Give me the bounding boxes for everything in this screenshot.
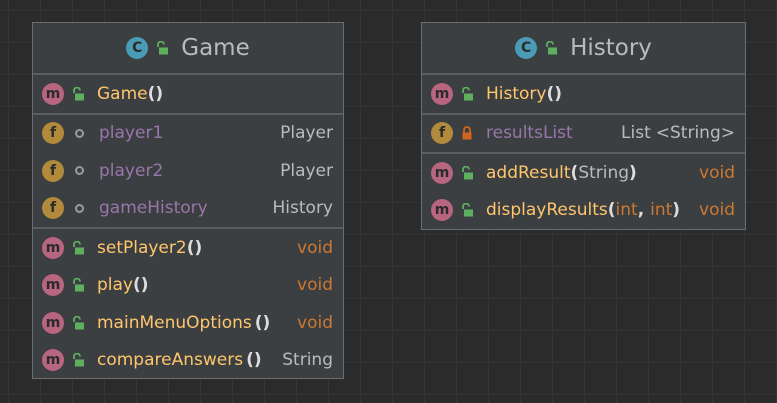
game-class-box[interactable]: C Game m Game () f player1 Player f	[32, 22, 344, 379]
method-icon: m	[42, 349, 64, 372]
field-icon: f	[42, 197, 64, 220]
field-row[interactable]: f resultsList List <String>	[422, 115, 745, 153]
constructor-parens: ()	[147, 83, 164, 104]
method-name: compareAnswers	[97, 350, 244, 371]
method-row[interactable]: m mainMenuOptions () void	[33, 304, 343, 342]
public-lock-icon	[546, 41, 558, 55]
method-icon: m	[431, 161, 453, 184]
class-name: History	[570, 35, 652, 61]
field-type: Player	[280, 160, 333, 181]
open-paren: (	[570, 162, 579, 183]
return-type: void	[699, 162, 735, 183]
return-type: void	[699, 200, 735, 221]
param-type: int	[650, 200, 673, 221]
field-icon: f	[431, 122, 453, 145]
return-type: void	[297, 312, 333, 333]
field-icon: f	[42, 159, 64, 182]
class-name: Game	[181, 35, 250, 61]
field-icon: f	[42, 122, 64, 145]
package-private-icon	[75, 203, 84, 213]
method-row[interactable]: m compareAnswers () String	[33, 342, 343, 380]
return-type: void	[297, 237, 333, 258]
method-icon: m	[431, 82, 453, 105]
method-icon: m	[431, 199, 453, 222]
param-separator: ,	[637, 200, 651, 221]
return-type: void	[297, 275, 333, 296]
public-lock-icon	[73, 278, 84, 292]
constructor-parens: ()	[546, 83, 563, 104]
constructor-name: Game	[97, 83, 148, 104]
field-name: resultsList	[486, 123, 573, 144]
method-row[interactable]: m addResult ( String ) void	[422, 154, 745, 192]
method-row[interactable]: m setPlayer2 () void	[33, 229, 343, 267]
method-parens: ()	[186, 237, 203, 258]
method-parens: ()	[254, 312, 271, 333]
method-row[interactable]: m displayResults ( int , int ) void	[422, 192, 745, 230]
fields-section: f player1 Player f player2 Player f game…	[33, 115, 343, 229]
constructor-section: m History ()	[422, 75, 745, 115]
fields-section: f resultsList List <String>	[422, 115, 745, 154]
field-row[interactable]: f gameHistory History	[33, 190, 343, 228]
method-parens: ()	[133, 275, 149, 296]
class-icon: C	[515, 37, 538, 59]
history-class-box[interactable]: C History m History () f resultsList	[421, 22, 746, 230]
methods-section: m setPlayer2 () void m play () void m	[33, 229, 343, 379]
public-lock-icon	[73, 240, 84, 255]
public-lock-icon	[73, 353, 84, 367]
constructor-section: m Game ()	[33, 75, 343, 115]
param-type: int	[615, 200, 638, 221]
public-lock-icon	[73, 315, 84, 330]
field-type: History	[272, 198, 333, 219]
constructor-row[interactable]: m Game ()	[33, 75, 343, 113]
method-name: play	[97, 275, 133, 296]
return-type: String	[282, 350, 333, 371]
field-name: gameHistory	[99, 198, 208, 219]
public-lock-icon	[462, 165, 473, 180]
field-type: List	[621, 123, 651, 144]
close-paren: )	[672, 200, 681, 221]
public-lock-icon	[73, 86, 84, 101]
private-lock-icon	[462, 126, 472, 140]
method-name: addResult	[486, 162, 571, 183]
field-name: player2	[99, 160, 164, 181]
field-row[interactable]: f player1 Player	[33, 115, 343, 153]
public-lock-icon	[462, 86, 473, 101]
class-icon: C	[126, 37, 149, 59]
method-name: mainMenuOptions	[97, 312, 252, 333]
method-icon: m	[42, 274, 64, 297]
game-class-header[interactable]: C Game	[33, 23, 343, 75]
method-name: setPlayer2	[97, 237, 187, 258]
field-type-generic: <String>	[655, 123, 735, 144]
method-icon: m	[42, 311, 64, 334]
constructor-name: History	[486, 83, 547, 104]
history-class-header[interactable]: C History	[422, 23, 745, 75]
field-type: Player	[280, 123, 333, 144]
close-paren: )	[629, 162, 637, 183]
field-row[interactable]: f player2 Player	[33, 152, 343, 190]
method-icon: m	[42, 236, 64, 259]
package-private-icon	[75, 128, 84, 138]
open-paren: (	[607, 200, 616, 221]
param-type: String	[578, 162, 630, 183]
constructor-row[interactable]: m History ()	[422, 75, 745, 113]
field-name: player1	[99, 123, 164, 144]
method-name: displayResults	[486, 200, 608, 221]
public-lock-icon	[462, 203, 473, 217]
method-parens: ()	[246, 350, 262, 371]
method-row[interactable]: m play () void	[33, 267, 343, 305]
method-icon: m	[42, 82, 64, 105]
package-private-icon	[75, 166, 84, 176]
methods-section: m addResult ( String ) void m displayRes…	[422, 154, 745, 229]
public-lock-icon	[157, 41, 169, 55]
